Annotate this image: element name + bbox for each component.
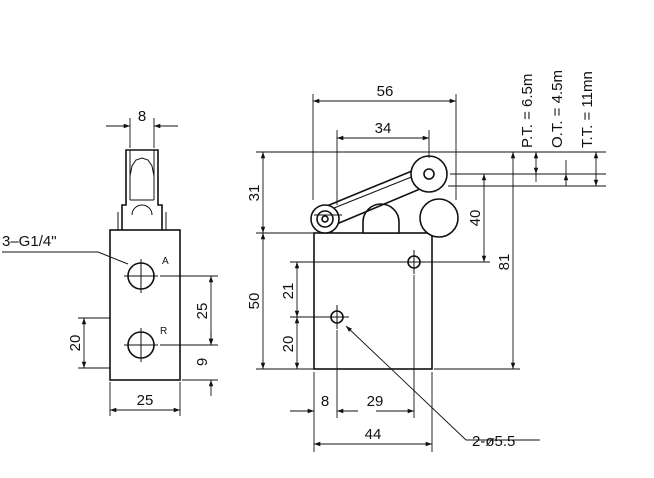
overtravel-label: O.T. = 4.5m [549,70,566,148]
dim-front-body-width: 44 [365,426,382,443]
total-travel-label: T.T. = 11mn [579,71,596,148]
front-pivot [310,204,340,234]
side-bracket [121,149,163,230]
mount-holes-label: 2-ø5.5 [472,433,515,450]
dim-side-top-width: 8 [138,108,146,125]
dim-front-roller-to-hole: 40 [467,210,484,227]
port-a-label: A [162,256,169,267]
side-body [109,229,181,381]
dim-side-port-bottom: 9 [194,358,211,366]
pretravel-label: P.T. = 6.5m [519,74,536,148]
dim-front-body-height: 50 [246,293,263,310]
port-r-label: R [160,326,167,337]
dim-front-hole-left: 8 [321,393,329,410]
front-plunger [362,203,400,234]
dim-front-hole-spacing-v: 21 [280,283,297,300]
side-view: A R 8 25 25 9 20 3–G1/4" [2,108,218,416]
port-thread-label: 3–G1/4" [2,233,57,250]
dim-front-hole-spacing-h: 29 [367,393,384,410]
front-boss [419,198,459,238]
dim-side-bottom-width: 25 [137,392,154,409]
front-roller [410,155,448,193]
dim-front-lever-height: 31 [246,185,263,202]
dim-side-port-spacing: 25 [194,303,211,320]
dim-front-roller-offset: 34 [375,120,392,137]
dim-front-total-width: 56 [377,83,394,100]
front-view: 56 34 31 50 21 20 4 [246,70,606,452]
dim-front-total-height: 81 [496,254,513,271]
dim-front-hole-bottom: 20 [280,336,297,353]
dim-side-left-height: 20 [67,335,84,352]
